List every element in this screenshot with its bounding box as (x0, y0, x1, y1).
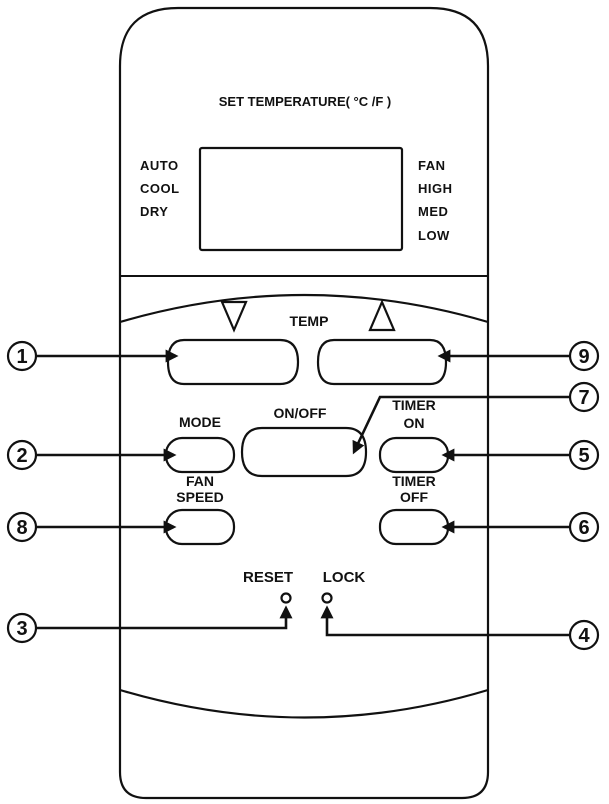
timer-off-button[interactable] (378, 508, 450, 546)
timer-on-button[interactable] (378, 436, 450, 474)
callout-4-number: 4 (578, 625, 590, 647)
callout-2: 2 (6, 439, 38, 471)
callout-5-number: 5 (578, 445, 589, 467)
timer-off-label-line2: OFF (400, 489, 428, 505)
callout-4: 4 (568, 619, 600, 651)
callout-5: 5 (568, 439, 600, 471)
callout-6: 6 (568, 511, 600, 543)
callout-1-number: 1 (16, 346, 27, 368)
mode-button-label: MODE (179, 414, 221, 430)
callout-9-number: 9 (578, 346, 589, 368)
callout-6-number: 6 (578, 517, 589, 539)
fan-speed-label-line2: SPEED (176, 489, 223, 505)
fan-speed-button[interactable] (164, 508, 236, 546)
temp-label: TEMP (290, 313, 329, 329)
mode-label-cool: COOL (140, 181, 180, 196)
fan-label-fan: FAN (418, 158, 446, 173)
fan-label-med: MED (418, 204, 448, 219)
header-title: SET TEMPERATURE( °C /F ) (219, 94, 392, 109)
temp-up-button[interactable] (316, 338, 448, 386)
lock-pinhole-button[interactable] (321, 592, 333, 604)
fan-label-low: LOW (418, 228, 450, 243)
on-off-button[interactable] (240, 426, 368, 478)
callout-7-number: 7 (578, 387, 589, 409)
reset-pinhole-button[interactable] (280, 592, 292, 604)
fan-speed-label-line1: FAN (186, 473, 214, 489)
callout-7: 7 (568, 381, 600, 413)
reset-label: RESET (243, 569, 293, 586)
mode-label-dry: DRY (140, 204, 168, 219)
button-panel-top-arc (119, 293, 489, 324)
lcd-display (198, 146, 404, 252)
mode-button[interactable] (164, 436, 236, 474)
timer-on-label-line1: TIMER (392, 397, 436, 413)
mode-label-auto: AUTO (140, 158, 179, 173)
button-panel-bottom-arc (119, 688, 489, 719)
callout-8: 8 (6, 511, 38, 543)
on-off-label: ON/OFF (274, 405, 327, 421)
callout-1: 1 (6, 340, 38, 372)
callout-8-number: 8 (16, 517, 27, 539)
callout-9: 9 (568, 340, 600, 372)
leader-line-3 (36, 605, 293, 630)
temp-down-triangle-icon (220, 300, 248, 333)
timer-on-label-line2: ON (404, 415, 425, 431)
temp-down-button[interactable] (166, 338, 300, 386)
fan-label-high: HIGH (418, 181, 453, 196)
timer-off-label-line1: TIMER (392, 473, 436, 489)
callout-3-number: 3 (16, 618, 27, 640)
callout-3: 3 (6, 612, 38, 644)
remote-body (118, 6, 490, 800)
leader-line-7 (352, 395, 570, 455)
callout-2-number: 2 (16, 445, 27, 467)
leader-line-4 (320, 605, 570, 637)
lock-label: LOCK (323, 569, 366, 586)
temp-up-triangle-icon (368, 299, 396, 332)
